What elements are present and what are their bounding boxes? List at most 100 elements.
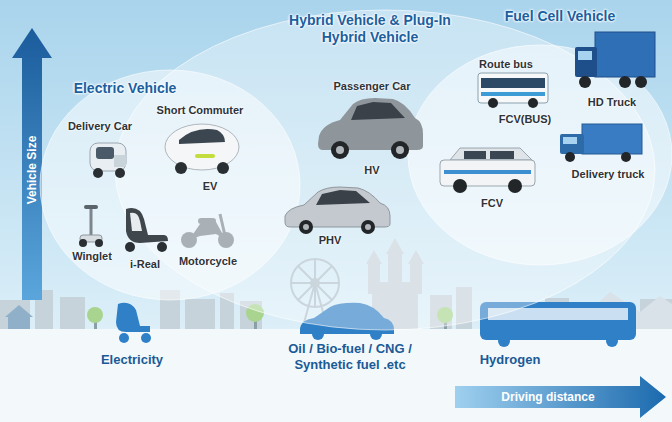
vehicle-label: i-Real [130, 258, 160, 271]
short-commuter-picture [179, 129, 225, 144]
fcv-suv-picture [490, 151, 514, 159]
delivery-truck-picture [560, 134, 584, 154]
axis-label: Driving distance [501, 390, 594, 404]
short-commuter-picture [175, 162, 187, 174]
delivery-truck-picture [563, 137, 577, 144]
hd-truck-picture [578, 51, 592, 60]
delivery-car-picture [90, 143, 126, 178]
fcv-suv-picture [450, 148, 532, 160]
short-commuter-picture [195, 154, 215, 158]
fcv-bus-picture [481, 92, 545, 96]
house [5, 305, 33, 330]
energy-label: Electricity [101, 352, 163, 368]
phv-car-picture [365, 224, 371, 230]
city-skyline [185, 299, 215, 330]
short-commuter-picture [165, 124, 239, 174]
delivery-truck-picture [621, 152, 631, 162]
vehicle-label: Delivery Car [68, 120, 132, 133]
hydrogen-bus-icon [498, 335, 510, 347]
winglet-picture [84, 205, 98, 209]
city-skyline [60, 297, 85, 330]
short-commuter-picture [165, 124, 239, 170]
hv-car-picture [318, 98, 423, 159]
fcv-suv-picture [464, 151, 486, 159]
delivery-car-picture [115, 168, 125, 178]
vehicle-label: Winglet [72, 250, 112, 263]
fcv-bus-picture [528, 98, 538, 108]
fcv-suv-picture [440, 148, 535, 193]
region-ellipse [408, 45, 672, 265]
winglet-picture [79, 205, 103, 247]
hv-car-picture [396, 146, 404, 154]
fcv-bus-picture [481, 78, 545, 88]
energy-label: Oil / Bio-fuel / CNG / Synthetic fuel .e… [268, 341, 433, 373]
motorcycle-picture [220, 214, 226, 240]
delivery-truck-picture [560, 124, 642, 162]
hd-truck-picture [579, 76, 591, 88]
delivery-car-picture [93, 168, 103, 178]
i-real-picture [125, 242, 135, 252]
fcv-suv-picture [453, 179, 467, 193]
short-commuter-picture [217, 162, 229, 174]
vehicle-label: Delivery truck [572, 168, 645, 181]
delivery-car-picture [114, 155, 126, 167]
vehicle-label: PHV [319, 234, 342, 247]
fcv-bus-picture [478, 73, 548, 103]
phv-car-picture [285, 187, 390, 234]
fcv-bus-picture [488, 98, 498, 108]
vehicle-label: Short Commuter [157, 104, 244, 117]
vehicle-label: FCV [481, 197, 503, 210]
trees [87, 307, 103, 323]
vehicle-label: HV [364, 164, 379, 177]
fcv-bus-picture [478, 73, 548, 108]
region-heading: Hybrid Vehicle & Plug-In Hybrid Vehicle [280, 12, 460, 46]
vehicle-label: FCV(BUS) [499, 113, 552, 126]
hd-truck-picture [575, 32, 655, 88]
hv-car-picture [391, 141, 409, 159]
winglet-picture [79, 239, 87, 247]
delivery-car-picture [96, 147, 114, 159]
delivery-car-picture [90, 143, 126, 171]
motorcycle-picture [181, 214, 234, 248]
i-real-picture [130, 213, 142, 231]
hd-truck-picture [575, 47, 597, 77]
phv-car-picture [303, 224, 309, 230]
hv-car-picture [331, 141, 349, 159]
phv-car-picture [361, 220, 375, 234]
i-real-picture [157, 242, 167, 252]
region-heading: Fuel Cell Vehicle [505, 8, 616, 25]
hv-car-picture [336, 146, 344, 154]
vehicle-label: Route bus [479, 58, 533, 71]
vehicle-label: HD Truck [588, 96, 636, 109]
delivery-truck-picture [582, 124, 642, 154]
energy-label: Hydrogen [480, 352, 541, 368]
house [5, 305, 33, 317]
fuel-car-icon [312, 328, 324, 340]
hv-car-picture [318, 98, 423, 150]
electricity-icon [119, 333, 129, 343]
motorcycle-picture [198, 218, 216, 224]
delivery-truck-picture [565, 152, 575, 162]
vehicle-label: EV [203, 180, 218, 193]
winglet-picture [95, 239, 103, 247]
electricity-icon [116, 303, 151, 343]
vehicle-label: Motorcycle [179, 255, 237, 268]
fcv-suv-picture [508, 179, 522, 193]
fcv-suv-picture [444, 170, 531, 174]
winglet-picture [90, 207, 93, 237]
hd-truck-picture [619, 76, 631, 88]
i-real-picture [125, 208, 168, 252]
axis-label: Vehicle Size [25, 136, 39, 205]
hd-truck-picture [595, 32, 655, 77]
electricity-icon [141, 333, 151, 343]
hd-truck-picture [635, 76, 647, 88]
house [8, 316, 30, 330]
electricity-icon [116, 303, 150, 332]
motorcycle-picture [189, 222, 226, 240]
i-real-picture [126, 208, 168, 243]
region-heading: Electric Vehicle [74, 80, 177, 97]
driving-distance-arrow [455, 376, 666, 418]
phv-car-picture [316, 190, 370, 205]
